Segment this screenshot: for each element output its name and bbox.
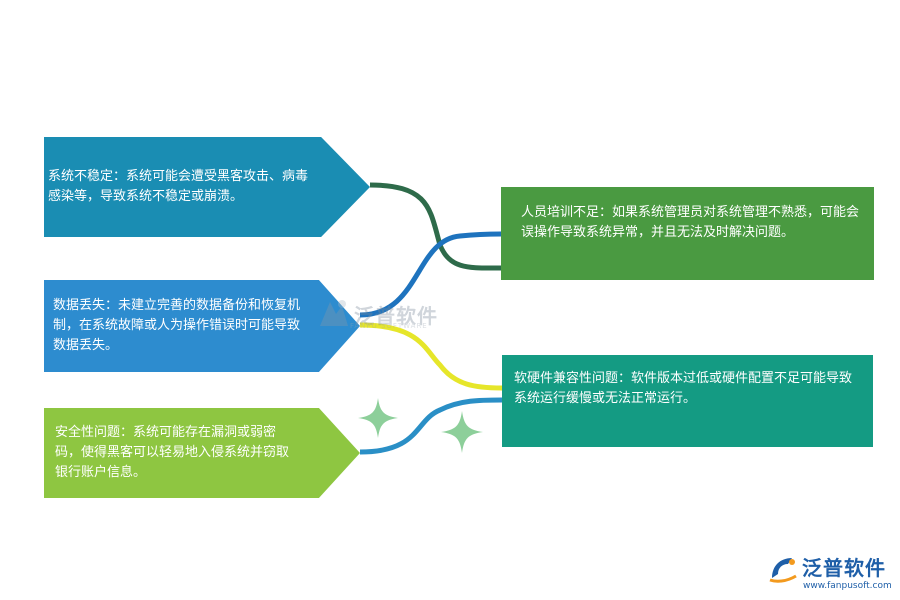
watermark-brand: 泛普软件: [354, 303, 438, 328]
brand-logo-icon: [769, 558, 797, 583]
node-training-text: 人员培训不足：如果系统管理员对系统管理不熟悉，可能会误操作导致系统异常，并且无法…: [521, 205, 860, 240]
sparkle-icon: [358, 398, 398, 438]
brand-url: www.fanpusoft.com: [803, 581, 892, 591]
node-data-loss-text: 数据丢失：未建立完善的数据备份和恢复机制，在系统故障或人为操作错误时可能导致数据…: [53, 298, 301, 353]
connector-dataloss-to-training: [359, 231, 502, 318]
node-compat: 软硬件兼容性问题：软件版本过低或硬件配置不足可能导致系统运行缓慢或无法正常运行。: [502, 355, 873, 447]
watermark: 泛普软件 FANPU SOFTWARE: [316, 296, 438, 332]
node-security: 安全性问题：系统可能存在漏洞或弱密码，使得黑客可以轻易地入侵系统并窃取银行账户信…: [44, 408, 360, 498]
node-system-unstable-text: 系统不稳定：系统可能会遭受黑客攻击、病毒感染等，导致系统不稳定或崩溃。: [48, 169, 309, 204]
watermark-logo-icon: [320, 300, 348, 326]
watermark-sub: FANPU SOFTWARE: [350, 322, 428, 330]
node-training: 人员培训不足：如果系统管理员对系统管理不熟悉，可能会误操作导致系统异常，并且无法…: [501, 187, 874, 280]
sparkle-icon: [441, 411, 483, 453]
node-system-unstable: 系统不稳定：系统可能会遭受黑客攻击、病毒感染等，导致系统不稳定或崩溃。: [44, 137, 370, 237]
node-data-loss: 数据丢失：未建立完善的数据备份和恢复机制，在系统故障或人为操作错误时可能导致数据…: [44, 280, 360, 372]
brand-name: 泛普软件: [802, 556, 886, 580]
connector-security-to-compat: [359, 397, 503, 455]
brand-logo: 泛普软件 www.fanpusoft.com: [766, 550, 896, 598]
connector-unstable-to-training: [369, 182, 502, 271]
connector-dataloss-to-compat: [359, 322, 503, 391]
node-compat-text: 软硬件兼容性问题：软件版本过低或硬件配置不足可能导致系统运行缓慢或无法正常运行。: [514, 371, 853, 406]
node-security-text: 安全性问题：系统可能存在漏洞或弱密码，使得黑客可以轻易地入侵系统并窃取银行账户信…: [55, 425, 290, 480]
